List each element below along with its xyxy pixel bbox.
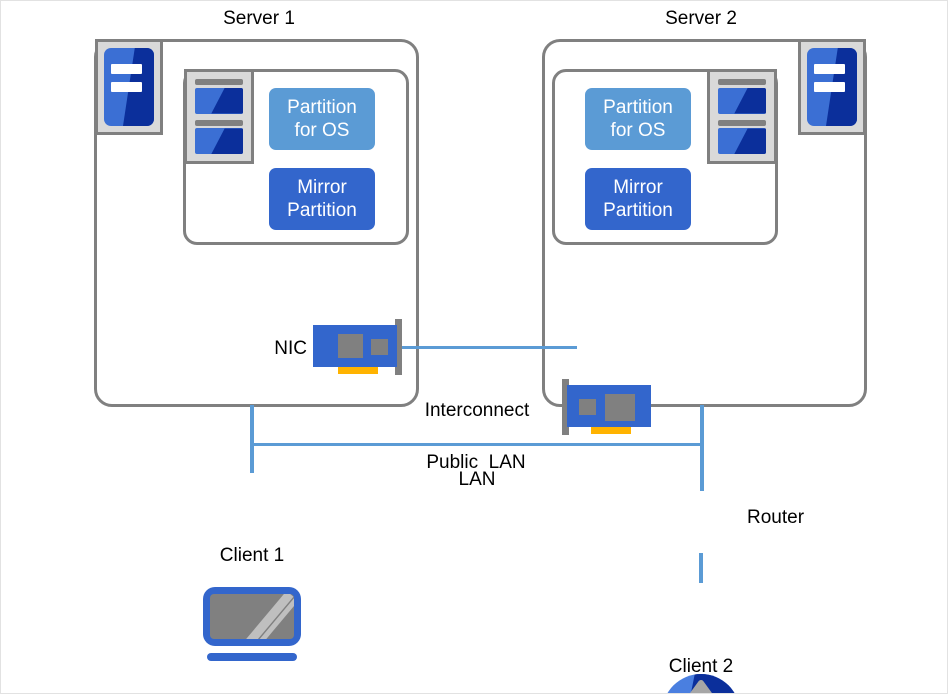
nic-label: NIC bbox=[274, 338, 307, 359]
interconnect-lan-wire bbox=[397, 346, 577, 349]
router-label: Router bbox=[747, 507, 805, 528]
public-lan-label: Public LAN bbox=[426, 452, 526, 473]
server-1-title: Server 1 bbox=[223, 8, 295, 29]
router-icon[interactable] bbox=[662, 674, 740, 693]
partition-label-line2: for OS bbox=[294, 120, 350, 141]
public-lan-bus bbox=[250, 443, 704, 446]
nic-card-server-1[interactable] bbox=[313, 319, 403, 379]
public-lan-drop-server-1 bbox=[250, 405, 254, 473]
router-to-client-2-wire bbox=[699, 553, 703, 583]
interconnect-lan-line1: Interconnect bbox=[424, 400, 530, 421]
partition-label-line2: for OS bbox=[610, 120, 666, 141]
disk-icon bbox=[707, 69, 777, 164]
mirror-partition-server-1[interactable]: Mirror Partition bbox=[269, 168, 375, 230]
partition-for-os-server-1[interactable]: Partition for OS bbox=[269, 88, 375, 150]
partition-label-line1: Mirror bbox=[613, 177, 663, 198]
nic-card-server-2[interactable] bbox=[561, 379, 651, 439]
client-1-label: Client 1 bbox=[219, 545, 285, 566]
interconnect-lan-label: Interconnect LAN bbox=[391, 353, 563, 537]
server-2-title: Server 2 bbox=[665, 8, 737, 29]
partition-label-line1: Mirror bbox=[297, 177, 347, 198]
partition-label-line1: Partition bbox=[603, 97, 673, 118]
partition-for-os-server-2[interactable]: Partition for OS bbox=[585, 88, 691, 150]
interconnect-lan-line2: LAN bbox=[458, 469, 496, 490]
disk-icon bbox=[184, 69, 254, 164]
router-arrows-icon bbox=[690, 680, 712, 693]
partition-label-line2: Partition bbox=[603, 200, 673, 221]
mirror-partition-server-2[interactable]: Mirror Partition bbox=[585, 168, 691, 230]
public-lan-drop-server-2 bbox=[700, 405, 704, 491]
server-icon bbox=[798, 39, 866, 135]
client-1-laptop[interactable] bbox=[203, 587, 301, 663]
partition-label-line1: Partition bbox=[287, 97, 357, 118]
client-2-label: Client 2 bbox=[668, 656, 734, 677]
partition-label-line2: Partition bbox=[287, 200, 357, 221]
server-icon bbox=[95, 39, 163, 135]
